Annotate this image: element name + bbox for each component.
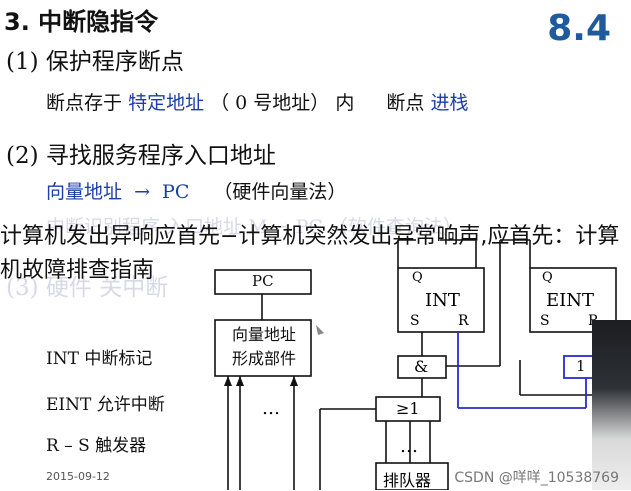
- vector-address-unit: [214, 319, 312, 377]
- int-flipflop: [397, 267, 485, 333]
- cursor-icon: [316, 325, 324, 335]
- eint-s: S: [540, 313, 550, 329]
- section1-heading: (1) 保护程序断点: [6, 49, 184, 75]
- vector-unit-line: 向量地址: [231, 325, 296, 344]
- section2-heading: (2) 寻找服务程序入口地址: [6, 143, 276, 169]
- queue-label: 排队器: [383, 471, 432, 490]
- bus-dots: …: [262, 398, 280, 419]
- pc-label: PC: [252, 272, 274, 290]
- int-q: Q: [412, 270, 423, 285]
- slide-date: 2015-09-12: [46, 470, 110, 483]
- text-part-highlight: 特定地址: [128, 92, 205, 114]
- pc-register: [214, 269, 312, 295]
- section3-heading: (3) 硬件 关中断: [6, 275, 169, 301]
- legend-int: INT 中断标记: [46, 349, 153, 369]
- legend-rs: R – S 触发器: [46, 436, 147, 456]
- int-r: R: [458, 313, 469, 329]
- or-gate-label: ≥1: [396, 399, 420, 418]
- queue-dots: …: [400, 436, 418, 457]
- overlay-caption: 计算机发出异响应首先−计算机突然发出异常响声,应首先：计算机故障排查指南: [0, 224, 620, 283]
- section-number: 8.4: [547, 8, 611, 49]
- vector-unit-label: 向量地址 形成部件: [229, 323, 299, 371]
- int-name: INT: [425, 290, 460, 311]
- eint-flipflop: [529, 267, 617, 333]
- text-part: 断点: [386, 92, 425, 114]
- int-s: S: [410, 313, 420, 329]
- text-part: 断点存于: [46, 92, 123, 114]
- queue-unit: [375, 462, 449, 490]
- text-part: （ 0 号地址） 内: [210, 92, 355, 114]
- vector-unit-line: 形成部件: [231, 349, 296, 368]
- slide-title: 3. 中断隐指令: [4, 8, 159, 36]
- text-part-highlight: 向量地址: [46, 181, 123, 203]
- ghost-line: 中断识别程序 入口地址 M → PC （软件查询法）: [46, 216, 462, 238]
- text-part: （硬件向量法）: [213, 181, 347, 203]
- text-part-highlight: PC: [162, 181, 190, 203]
- not-box-label: 1: [576, 357, 586, 375]
- watermark: CSDN @咩咩_10538769: [454, 470, 619, 486]
- eint-q: Q: [542, 270, 553, 285]
- and-gate-label: &: [414, 357, 429, 376]
- arrow-icon: →: [134, 181, 150, 203]
- presenter-video-thumbnail: [592, 320, 631, 490]
- legend-eint: EINT 允许中断: [46, 395, 165, 415]
- text-part-highlight: 进栈: [430, 92, 469, 114]
- section1-line: 断点存于 特定地址 （ 0 号地址） 内 断点 进栈: [46, 88, 468, 115]
- eint-name: EINT: [546, 290, 595, 311]
- section2-line: 向量地址 → PC （硬件向量法）: [46, 177, 346, 204]
